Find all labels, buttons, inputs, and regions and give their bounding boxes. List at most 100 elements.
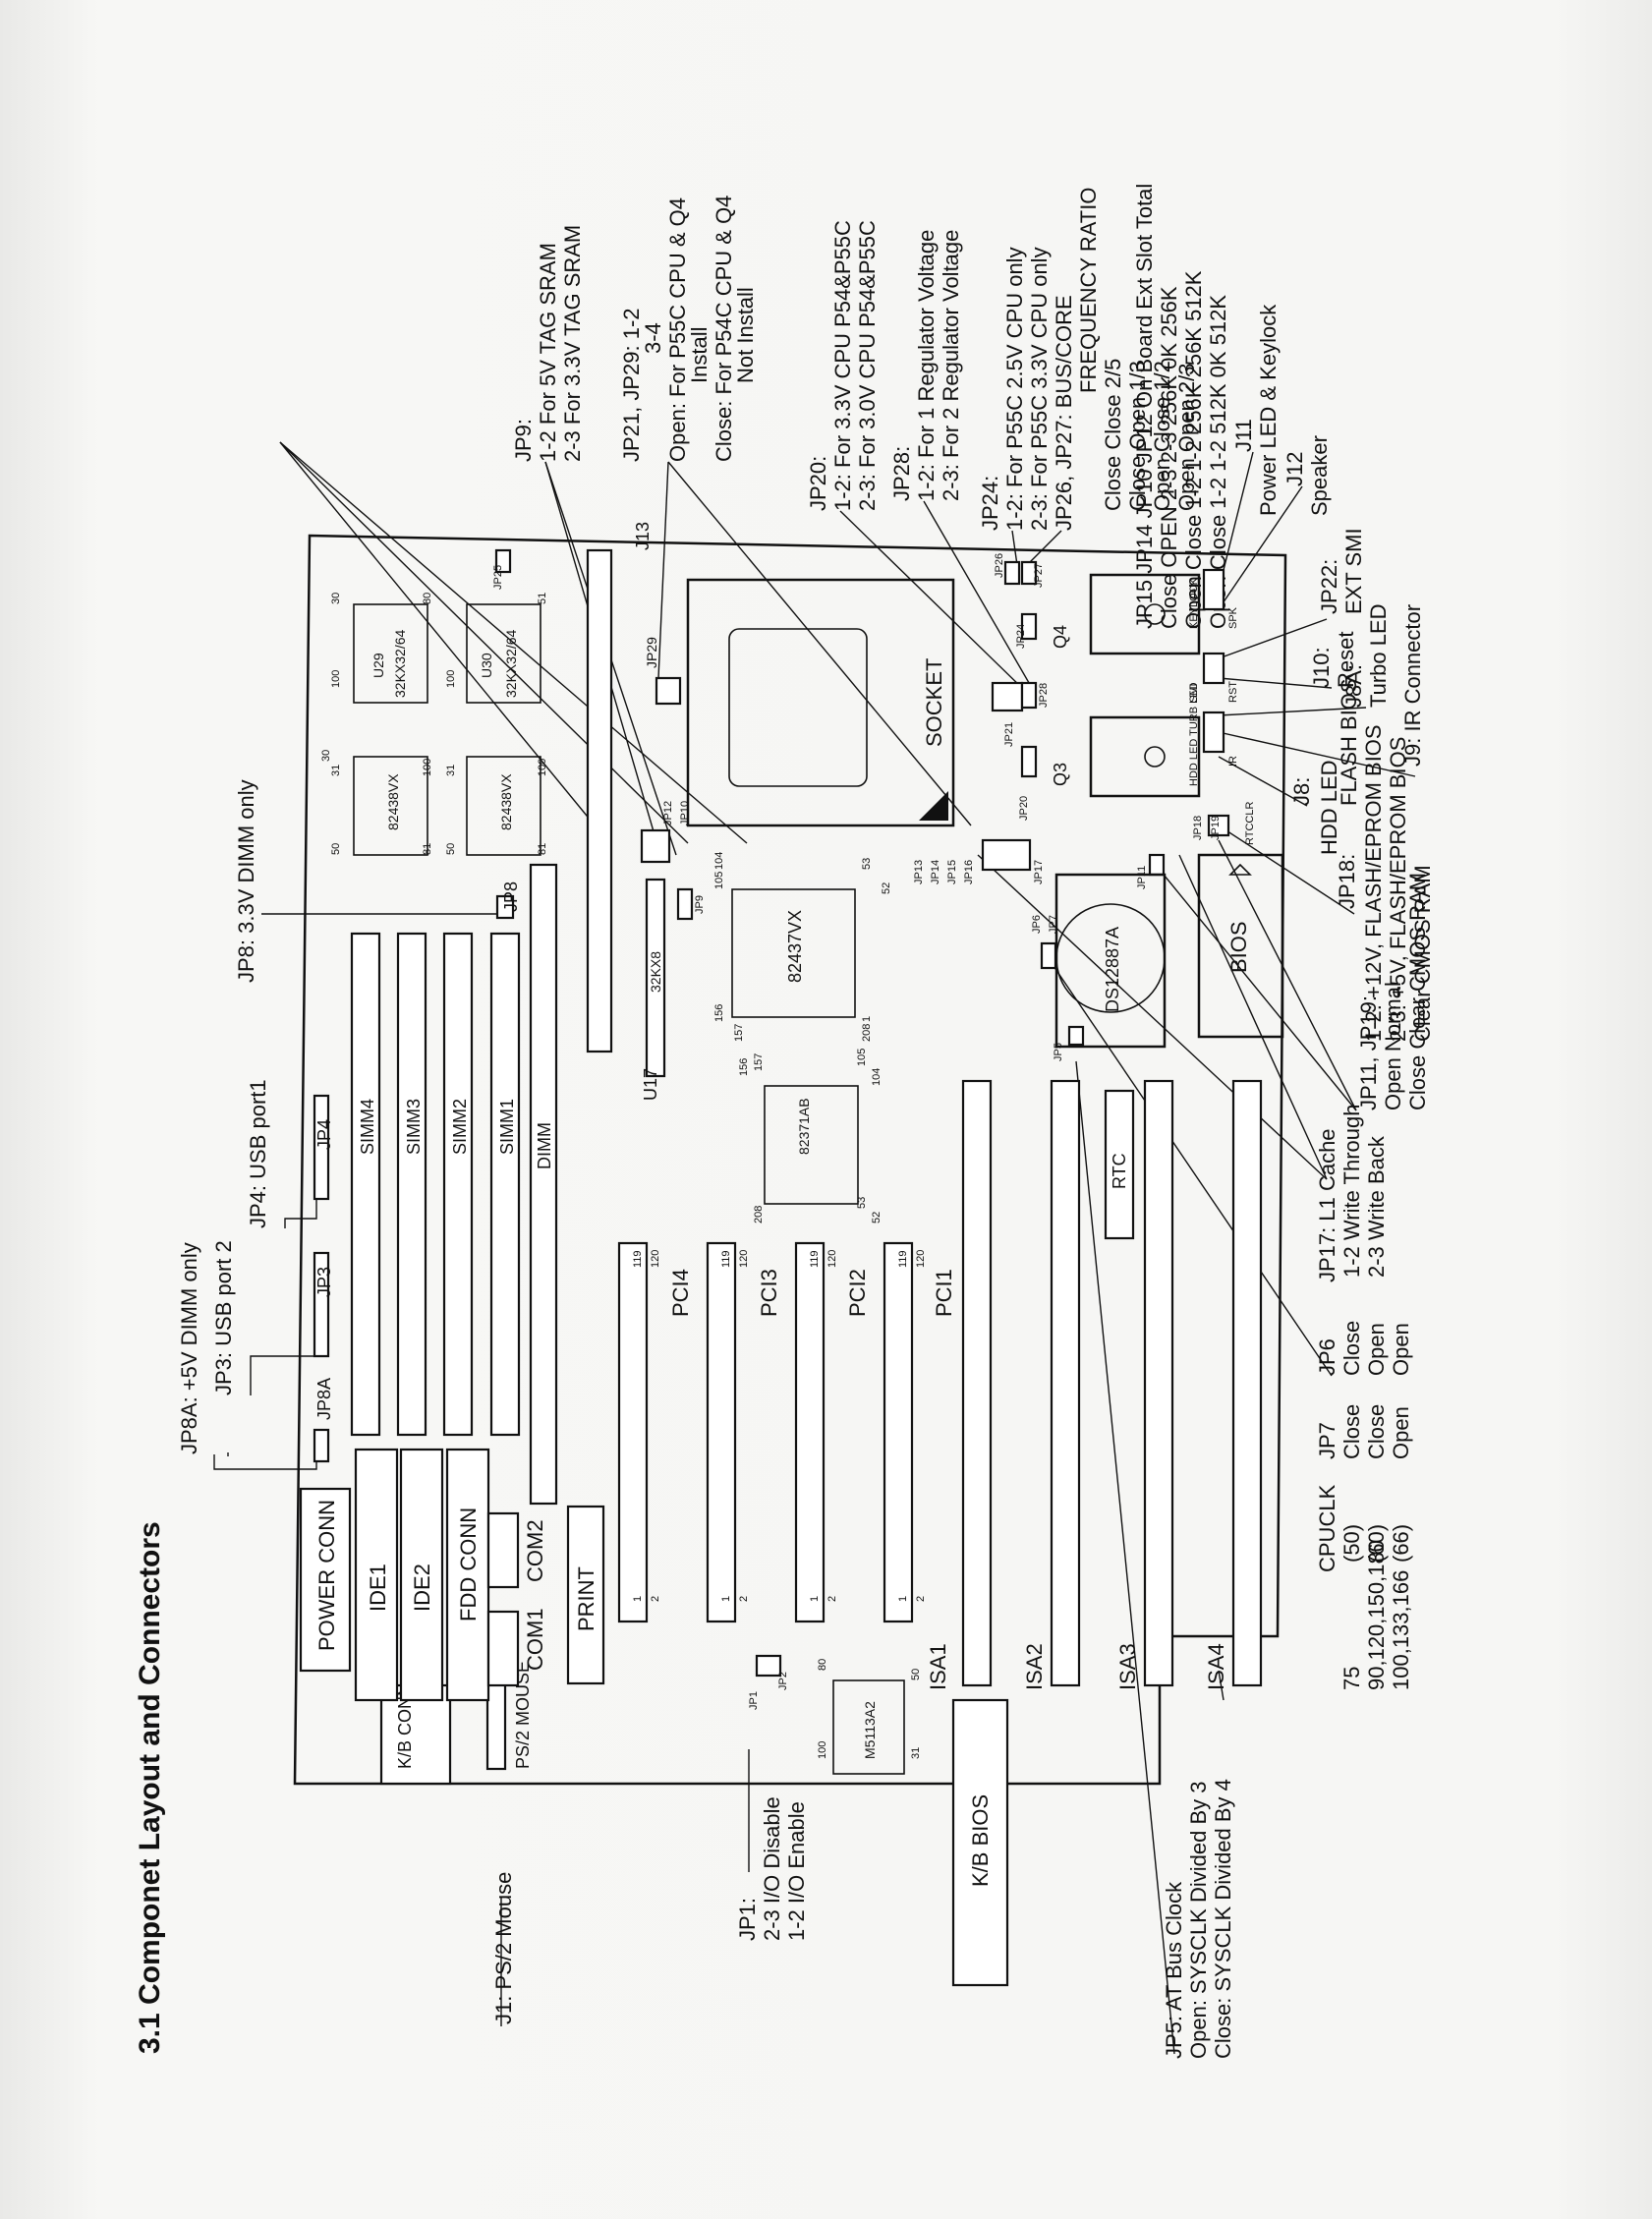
ide2-connector xyxy=(399,1448,444,1702)
chipset-82371ab: 82371AB 157 156 105 104 208 53 52 xyxy=(738,1049,883,1223)
jp24-header xyxy=(1020,612,1038,641)
svg-text:52: 52 xyxy=(871,1212,883,1223)
svg-text:Reset: Reset xyxy=(1334,632,1358,688)
svg-text:JP26, JP27: BUS/CORE: JP26, JP27: BUS/CORE xyxy=(1052,295,1076,531)
svg-text:JP7: JP7 xyxy=(1048,915,1059,934)
ps2-mouse-header xyxy=(485,1671,507,1771)
jp8a-label: JP8A xyxy=(314,1378,334,1420)
svg-text:50: 50 xyxy=(910,1669,922,1680)
jp7-note: JP7 Close Close Open xyxy=(1315,1404,1413,1459)
svg-text:JP20: JP20 xyxy=(1018,796,1030,821)
svg-text:100: 100 xyxy=(422,759,433,776)
svg-text:156: 156 xyxy=(738,1058,750,1076)
print-connector-label: PRINT xyxy=(574,1566,598,1631)
svg-text:U30: U30 xyxy=(479,653,494,678)
svg-text:JP26: JP26 xyxy=(994,553,1005,578)
svg-text:JP6: JP6 xyxy=(1031,915,1043,934)
jp25-header xyxy=(494,548,512,574)
svg-text:JP14: JP14 xyxy=(930,860,941,884)
svg-text:104: 104 xyxy=(713,852,725,870)
svg-text:JP7: JP7 xyxy=(1315,1422,1339,1459)
svg-text:2: 2 xyxy=(738,1596,750,1602)
svg-text:1: 1 xyxy=(632,1596,644,1602)
svg-text:J1: PS/2 Mouse: J1: PS/2 Mouse xyxy=(491,1872,516,2024)
isa4-label: ISA4 xyxy=(1204,1643,1228,1690)
svg-text:J11: J11 xyxy=(1231,419,1256,452)
jp28-header xyxy=(1020,681,1038,710)
svg-text:30: 30 xyxy=(330,593,342,604)
svg-text:CPUCLK: CPUCLK xyxy=(1315,1484,1339,1572)
dimm-top-connector xyxy=(586,548,613,1053)
svg-text:82438VX: 82438VX xyxy=(498,773,514,830)
jp1-note: JP1: 2-3 I/O Disable 1-2 I/O Enable xyxy=(735,1796,809,1941)
svg-text:JP21: JP21 xyxy=(1003,722,1015,747)
svg-text:JP28: JP28 xyxy=(1038,683,1050,708)
pci4-slot: 119 120 1 2 PCI4 xyxy=(617,1241,693,1623)
regulator-q3 xyxy=(1089,715,1201,798)
svg-text:100: 100 xyxy=(537,759,548,776)
isa1-label: ISA1 xyxy=(926,1643,950,1690)
svg-text:Clear CMOS RAM: Clear CMOS RAM xyxy=(1410,865,1435,1042)
fdd-connector-label: FDD CONN xyxy=(456,1508,481,1622)
svg-text:JP2: JP2 xyxy=(777,1672,789,1690)
dimm-slot xyxy=(529,863,558,1506)
svg-text:JP5: AT Bus Clock: JP5: AT Bus Clock xyxy=(1162,1881,1186,2059)
jp25-label: JP25 xyxy=(492,565,504,590)
svg-text:J9: IR Connector: J9: IR Connector xyxy=(1400,604,1425,767)
jp8-label: JP8 xyxy=(501,882,521,912)
isa2-slot xyxy=(1050,1079,1081,1687)
svg-text:JP20:: JP20: xyxy=(806,456,830,511)
svg-text:J10:: J10: xyxy=(1309,647,1334,688)
svg-text:119: 119 xyxy=(720,1250,732,1268)
svg-text:BIOS: BIOS xyxy=(1226,921,1251,973)
svg-text:JP12: JP12 xyxy=(662,801,674,825)
svg-text:FLASH BIOS: FLASH BIOS xyxy=(1337,678,1361,806)
svg-text:Close Clear CMOS RAM: Close Clear CMOS RAM xyxy=(1405,873,1430,1110)
svg-text:100,133,166: 100,133,166 xyxy=(1389,1570,1413,1690)
jp3-header xyxy=(313,1251,330,1358)
svg-text:119: 119 xyxy=(809,1250,821,1268)
svg-text:JP16: JP16 xyxy=(963,860,975,884)
jp27-header xyxy=(1020,560,1038,586)
svg-text:2: 2 xyxy=(650,1596,661,1602)
regulator-q4 xyxy=(1089,573,1201,655)
bios-chip: BIOS xyxy=(1197,853,1284,1039)
svg-text:105: 105 xyxy=(713,872,725,889)
jp20-note: JP20: 1-2: For 3.3V CPU P54&P55C 2-3: Fo… xyxy=(806,220,880,511)
q3-label: Q3 xyxy=(1051,763,1070,786)
svg-text:53: 53 xyxy=(856,1197,868,1209)
svg-text:50: 50 xyxy=(330,843,342,855)
svg-text:JP1:: JP1: xyxy=(735,1898,760,1941)
svg-text:J8:: J8: xyxy=(1289,777,1314,806)
svg-text:82371AB: 82371AB xyxy=(796,1098,812,1155)
j8-note: J8: HDD LED xyxy=(1289,760,1341,855)
jp11-header xyxy=(1148,853,1166,877)
svg-text:2-3: For 3.0V CPU P54&P55C: 2-3: For 3.0V CPU P54&P55C xyxy=(855,220,880,511)
svg-text:JP5: JP5 xyxy=(1053,1043,1064,1061)
j10-note: J10: Reset xyxy=(1309,632,1358,688)
smi-rst-header xyxy=(1202,652,1225,685)
jp9-header xyxy=(676,887,694,921)
svg-text:157: 157 xyxy=(753,1053,765,1071)
simm1-slot xyxy=(489,932,521,1437)
svg-text:JP1: JP1 xyxy=(748,1691,760,1710)
jp3-label: JP3 xyxy=(314,1267,334,1297)
svg-text:52: 52 xyxy=(881,882,892,894)
com2-header xyxy=(486,1511,520,1589)
svg-text:2-3 For 3.3V TAG SRAM: 2-3 For 3.3V TAG SRAM xyxy=(560,225,585,462)
svg-text:M5113A2: M5113A2 xyxy=(862,1701,878,1759)
keyboard-connector xyxy=(379,1683,452,1786)
svg-text:208: 208 xyxy=(861,1024,873,1042)
jp11-jp19-note: JP11, JP19: Open Normal Close Clear CMOS… xyxy=(1356,873,1430,1110)
pci1-slot: 119 120 1 2 PCI1 xyxy=(883,1241,956,1623)
svg-text:82438VX: 82438VX xyxy=(385,773,401,830)
svg-text:JP21, JP29: 1-2: JP21, JP29: 1-2 xyxy=(619,308,644,462)
svg-text:JP17: JP17 xyxy=(1033,860,1045,884)
ide1-label: IDE1 xyxy=(366,1564,390,1612)
svg-text:J8A:: J8A: xyxy=(1341,664,1366,708)
ide2-label: IDE2 xyxy=(410,1564,434,1612)
jp6-note: JP6 Close Open Open xyxy=(1315,1321,1413,1376)
pci3-slot: 119 120 1 2 PCI3 xyxy=(706,1241,781,1623)
svg-text:120: 120 xyxy=(738,1250,750,1268)
